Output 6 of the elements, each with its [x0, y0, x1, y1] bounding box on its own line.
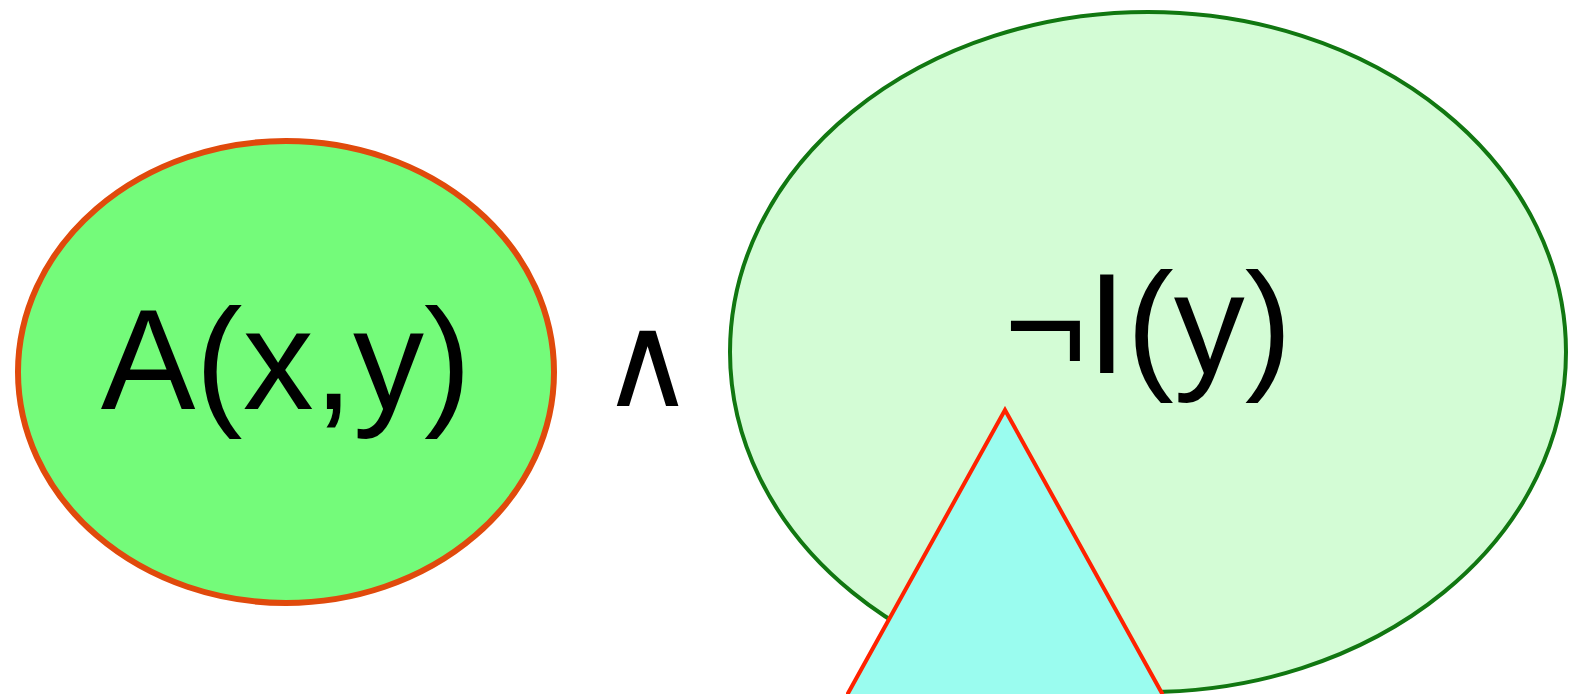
triangle-shape — [846, 406, 1164, 694]
formula-text: ¬I(y) — [1004, 243, 1292, 405]
formula-text: A(x,y) — [100, 279, 472, 441]
ellipse-node — [15, 138, 557, 606]
ellipse-node — [728, 10, 1568, 694]
operator-symbol: ∧ — [600, 290, 695, 433]
